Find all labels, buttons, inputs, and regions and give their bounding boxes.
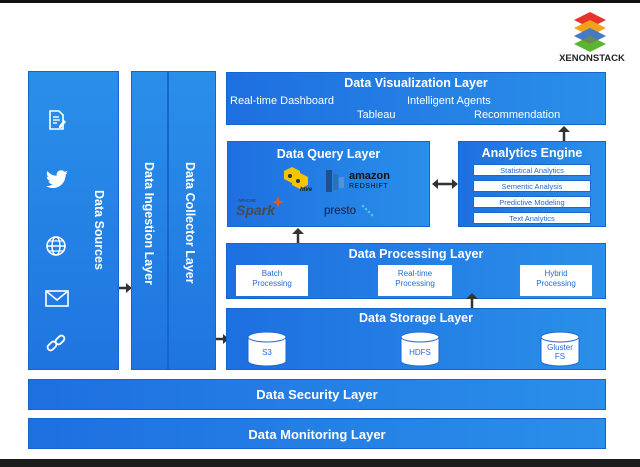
- xenonstack-logo-icon: [574, 12, 606, 52]
- analytics-item-predictive: Predictive Modeling: [473, 196, 591, 208]
- amazon-logo-text: amazon: [349, 170, 390, 182]
- hive-logo-text: hive: [300, 187, 313, 193]
- data-security-layer: Data Security Layer: [28, 379, 606, 410]
- analytics-item-semantic: Sementic Analysis: [473, 180, 591, 192]
- document-icon: [49, 110, 66, 130]
- globe-icon: [46, 236, 66, 256]
- analytics-item-text: Text Analytics: [473, 212, 591, 224]
- arrow-processing-to-query: [292, 228, 304, 243]
- gluster-cylinder-icon: [540, 331, 580, 367]
- bottom-border: [0, 459, 640, 467]
- viz-item-intelligent-agents: Intelligent Agents: [407, 95, 491, 107]
- twitter-icon: [45, 170, 68, 188]
- s3-cylinder-icon: [247, 331, 287, 367]
- viz-item-tableau: Tableau: [357, 109, 396, 121]
- processing-item-hybrid: Hybrid Processing: [520, 265, 592, 296]
- data-processing-layer: Data Processing Layer Batch Processing R…: [226, 243, 606, 299]
- storage-item-gluster: Gluster FS: [540, 331, 580, 367]
- security-title: Data Security Layer: [256, 387, 378, 402]
- presto-logo-text: presto: [324, 205, 356, 217]
- hdfs-label: HDFS: [409, 348, 431, 357]
- data-query-layer: Data Query Layer hive amazon REDSHIFT AP…: [227, 141, 430, 227]
- analytics-title: Analytics Engine: [481, 146, 583, 160]
- top-border: [0, 0, 640, 3]
- arrow-query-analytics: [432, 179, 458, 189]
- s3-label: S3: [262, 348, 272, 357]
- viz-item-recommendation: Recommendation: [474, 109, 561, 121]
- monitoring-title: Data Monitoring Layer: [248, 427, 386, 442]
- processing-item-realtime: Real-time Processing: [378, 265, 452, 296]
- processing-title: Data Processing Layer: [348, 247, 484, 261]
- analytics-engine: Analytics Engine Statistical Analytics S…: [458, 141, 606, 227]
- redshift-logo-icon: [326, 170, 344, 192]
- spark-star-icon: [272, 196, 284, 208]
- data-monitoring-layer: Data Monitoring Layer: [28, 418, 606, 449]
- apache-logo-text: APACHE: [238, 198, 257, 203]
- analytics-item-statistical: Statistical Analytics: [473, 164, 591, 176]
- arrow-sources-to-ingestion: [119, 283, 132, 293]
- data-collector-layer: Data Collector Layer: [168, 71, 216, 370]
- data-visualization-layer: Data Visualization Layer Real-time Dashb…: [226, 72, 606, 125]
- link-icon: [46, 334, 66, 352]
- hive-logo-icon: [284, 167, 308, 189]
- gluster-label: Gluster FS: [547, 343, 573, 361]
- data-sources-title: Data Sources: [92, 190, 106, 270]
- query-title: Data Query Layer: [276, 147, 381, 161]
- data-ingestion-layer: Data Ingestion Layer: [131, 71, 168, 370]
- storage-title: Data Storage Layer: [359, 311, 473, 325]
- data-ingestion-title: Data Ingestion Layer: [142, 162, 156, 285]
- mail-icon: [45, 290, 69, 307]
- redshift-logo-text: REDSHIFT: [349, 183, 388, 190]
- processing-item-batch: Batch Processing: [236, 265, 308, 296]
- viz-item-realtime-dashboard: Real-time Dashboard: [230, 95, 334, 107]
- data-storage-layer: Data Storage Layer S3 HDFS Gluster FS: [226, 308, 606, 370]
- hdfs-cylinder-icon: [400, 331, 440, 367]
- data-collector-title: Data Collector Layer: [183, 162, 197, 284]
- spark-logo-text: Spark: [236, 202, 275, 218]
- brand-name: XENONSTACK: [559, 53, 625, 64]
- visualization-title: Data Visualization Layer: [344, 76, 488, 90]
- presto-dots-icon: [361, 204, 374, 217]
- data-sources-layer: Data Sources: [28, 71, 119, 370]
- storage-item-hdfs: HDFS: [400, 331, 440, 367]
- arrow-analytics-to-visualization: [558, 126, 570, 141]
- storage-item-s3: S3: [247, 331, 287, 367]
